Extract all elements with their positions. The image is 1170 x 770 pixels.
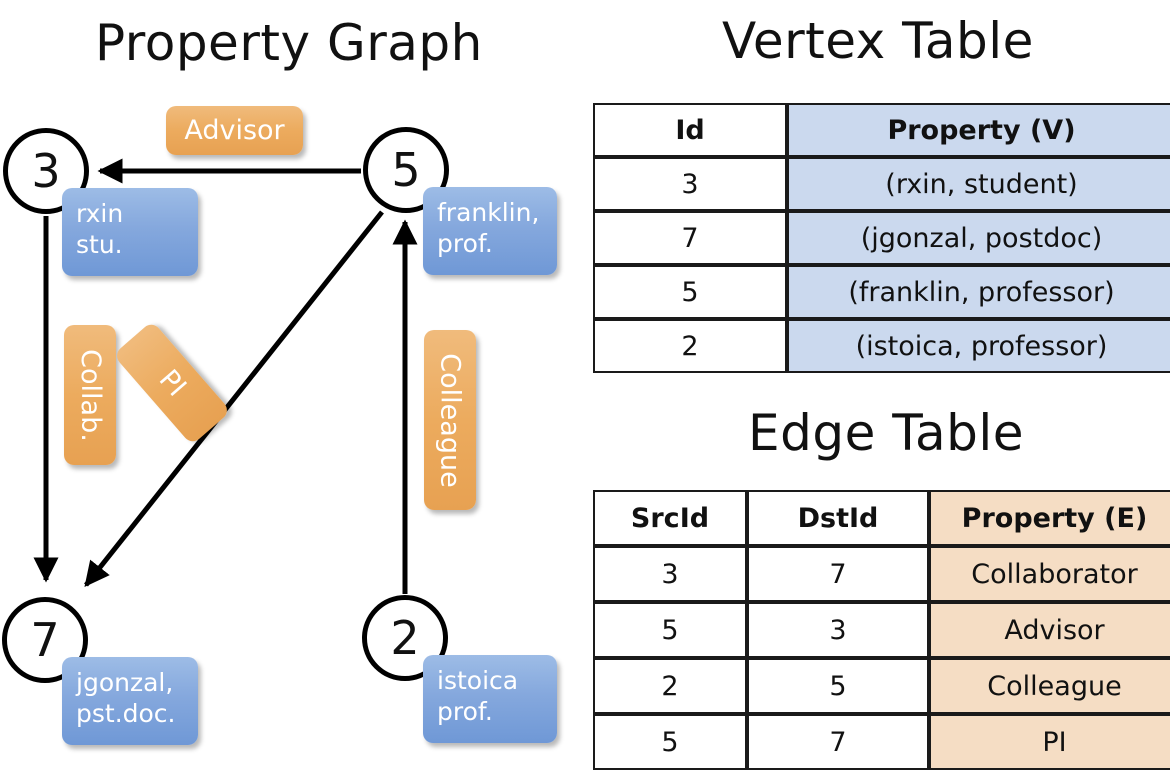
vertex-table-cell-property: (franklin, professor) [787,265,1170,319]
graph-edge-label-collab-text: Collab. [74,348,106,442]
graph-edge-label-advisor: Advisor [166,106,303,155]
edge-table-row[interactable]: 5 7 PI [593,714,1170,770]
graph-node-5-property-line1: franklin, [437,198,540,227]
edge-table-row[interactable]: 5 3 Advisor [593,602,1170,658]
vertex-table-row[interactable]: 3 (rxin, student) [593,157,1170,211]
graph-node-7-property-box: jgonzal, pst.doc. [62,657,198,745]
property-graph-diagram: 3 rxin stu. 5 franklin, prof. 7 jgonzal,… [0,0,585,760]
graph-edge-label-colleague-text: Colleague [434,352,466,488]
graph-node-2-property-line2: prof. [437,697,493,726]
edge-table-cell-dstid: 3 [747,602,929,658]
edge-table-header-dstid: DstId [747,490,929,546]
edge-table-cell-dstid: 5 [747,658,929,714]
graph-node-3-property-box: rxin stu. [62,188,198,276]
vertex-table-cell-id: 2 [593,319,787,373]
edge-table-cell-property: Collaborator [929,546,1170,602]
graph-node-3-property-line1: rxin [76,199,124,228]
edge-table: SrcId DstId Property (E) 3 7 Collaborato… [593,490,1170,770]
vertex-table-header-row: Id Property (V) [593,103,1170,157]
page-title-vertex-table: Vertex Table [722,12,1034,70]
edge-table-row[interactable]: 2 5 Colleague [593,658,1170,714]
vertex-table: Id Property (V) 3 (rxin, student) 7 (jgo… [593,103,1170,373]
page-title-property-graph: Property Graph [95,14,483,72]
vertex-table-cell-property: (jgonzal, postdoc) [787,211,1170,265]
vertex-table-row[interactable]: 2 (istoica, professor) [593,319,1170,373]
graph-node-2-property-line1: istoica [437,666,519,695]
edge-table-cell-property: PI [929,714,1170,770]
edge-table-cell-srcid: 5 [593,602,747,658]
edge-table-cell-dstid: 7 [747,714,929,770]
edge-table-cell-property: Colleague [929,658,1170,714]
graph-edge-label-colleague: Colleague [424,330,476,510]
graph-edges-svg [33,158,418,594]
vertex-table-header-id: Id [593,103,787,157]
graph-edge-label-pi-text: PI [152,363,192,403]
edge-table-cell-property: Advisor [929,602,1170,658]
edge-table-header-row: SrcId DstId Property (E) [593,490,1170,546]
graph-node-2-property-box: istoica prof. [423,655,557,743]
graph-node-5[interactable] [363,127,449,213]
graph-node-5-property-line2: prof. [437,229,493,258]
vertex-table-cell-id: 3 [593,157,787,211]
edge-table-row[interactable]: 3 7 Collaborator [593,546,1170,602]
page-title-edge-table: Edge Table [748,404,1025,462]
graph-node-7-property-line2: pst.doc. [76,699,176,728]
vertex-table-cell-id: 5 [593,265,787,319]
graph-edge-label-advisor-text: Advisor [184,115,285,146]
vertex-table-row[interactable]: 5 (franklin, professor) [593,265,1170,319]
vertex-table-cell-property: (rxin, student) [787,157,1170,211]
graph-edge-label-collab: Collab. [64,325,116,465]
edge-table-cell-srcid: 2 [593,658,747,714]
graph-node-3-property-line2: stu. [76,230,123,259]
edge-table-cell-dstid: 7 [747,546,929,602]
graph-node-7-property-line1: jgonzal, [76,668,174,697]
vertex-table-header-property: Property (V) [787,103,1170,157]
edge-table-header-property: Property (E) [929,490,1170,546]
graph-edge-5-7 [84,210,384,587]
edge-table-cell-srcid: 3 [593,546,747,602]
graph-node-2[interactable] [362,595,448,681]
edge-table-cell-srcid: 5 [593,714,747,770]
vertex-table-cell-property: (istoica, professor) [787,319,1170,373]
edge-table-header-srcid: SrcId [593,490,747,546]
vertex-table-cell-id: 7 [593,211,787,265]
graph-node-5-property-box: franklin, prof. [423,187,557,275]
vertex-table-row[interactable]: 7 (jgonzal, postdoc) [593,211,1170,265]
